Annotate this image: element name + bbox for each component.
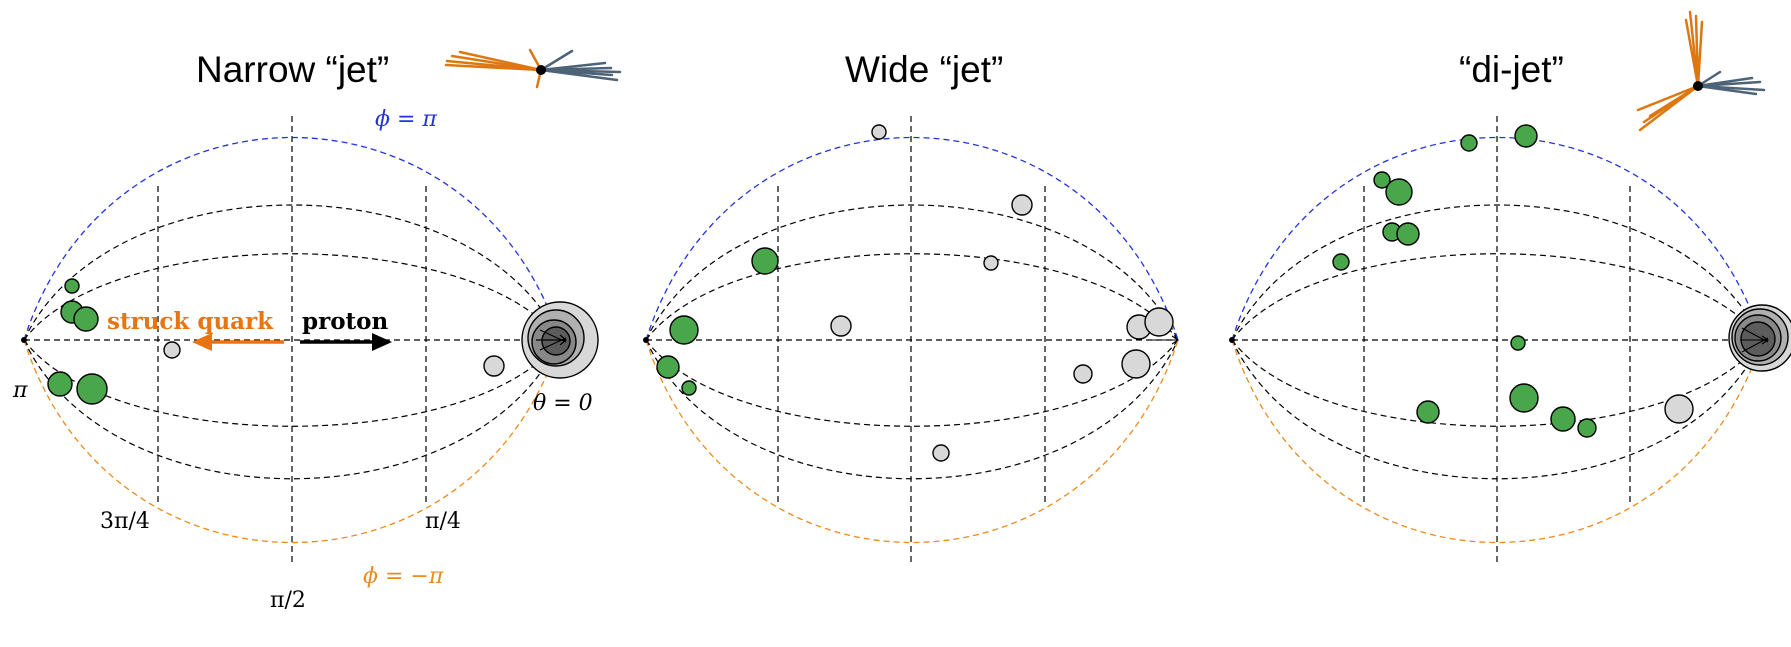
particle [681, 380, 697, 396]
panel-title-narrow-jet: Narrow “jet” [196, 49, 389, 90]
theta-pi-label: π [12, 378, 28, 403]
theta-pi-point [643, 337, 649, 343]
particle [1011, 194, 1033, 216]
particle [830, 315, 852, 337]
jet-arrows [536, 329, 567, 351]
jet-sketch-narrow-icon [444, 48, 622, 89]
particle [76, 373, 108, 405]
particle [669, 315, 699, 345]
jet-cluster [541, 326, 571, 356]
particle [1332, 253, 1350, 271]
particle [1460, 134, 1478, 152]
particle [483, 355, 505, 377]
panel-wide-jet: Wide “jet” [643, 49, 1179, 566]
jet-arrows [1740, 327, 1769, 353]
particle [1514, 124, 1538, 148]
theta-pi-point [21, 337, 27, 343]
particle [751, 247, 779, 275]
panel-title-di-jet: “di-jet” [1459, 49, 1564, 90]
particle [1385, 178, 1413, 206]
phi-minus-pi-label: ϕ = −π [363, 564, 444, 589]
theta-pi-point [1229, 337, 1235, 343]
panel-narrow-jet: Narrow “jet” [12, 48, 622, 613]
theta-zero-label: θ = 0 [533, 391, 593, 416]
particle [1373, 171, 1391, 189]
phi-minus-pi-boundary [645, 339, 1179, 543]
struck-quark-arrow [192, 333, 284, 351]
tick-pi-2: π/2 [270, 588, 306, 613]
proton-label: proton [302, 308, 389, 335]
particle [932, 444, 950, 462]
particle [1550, 406, 1576, 432]
jet-arrows [1150, 335, 1179, 345]
tick-pi-4: π/4 [425, 509, 461, 534]
particle [64, 278, 80, 294]
particle [163, 341, 181, 359]
particle [1121, 349, 1151, 379]
particle [1416, 400, 1440, 424]
grid-lines [645, 116, 1179, 566]
jet-sketch-dijet-icon [1636, 10, 1766, 132]
particle [1144, 307, 1174, 337]
phi-pi-boundary [23, 137, 561, 341]
tick-3pi-4: 3π/4 [100, 509, 150, 534]
phi-minus-pi-boundary [23, 339, 561, 543]
particle [1664, 394, 1694, 424]
particle [47, 371, 73, 397]
particle [983, 255, 999, 271]
particles [656, 124, 1174, 462]
panel-di-jet: “di-jet” [1229, 10, 1791, 566]
particle [1510, 335, 1526, 351]
grid-lines [23, 116, 561, 566]
particle [656, 355, 680, 379]
particle [73, 306, 99, 332]
panel-title-wide-jet: Wide “jet” [845, 49, 1003, 90]
particles [1332, 124, 1791, 438]
particle [1396, 222, 1420, 246]
jet-cluster [1740, 321, 1776, 357]
proton-arrow [300, 333, 392, 351]
particle [871, 124, 887, 140]
struck-quark-label: struck quark [107, 308, 274, 335]
phi-pi-boundary [645, 137, 1179, 341]
phi-minus-pi-boundary [1231, 339, 1763, 543]
grid-lines [1231, 116, 1763, 566]
particle [1073, 364, 1093, 384]
particle [1509, 383, 1539, 413]
phi-pi-boundary [1231, 137, 1763, 341]
phi-pi-label: ϕ = π [375, 107, 437, 132]
particle [1577, 418, 1597, 438]
